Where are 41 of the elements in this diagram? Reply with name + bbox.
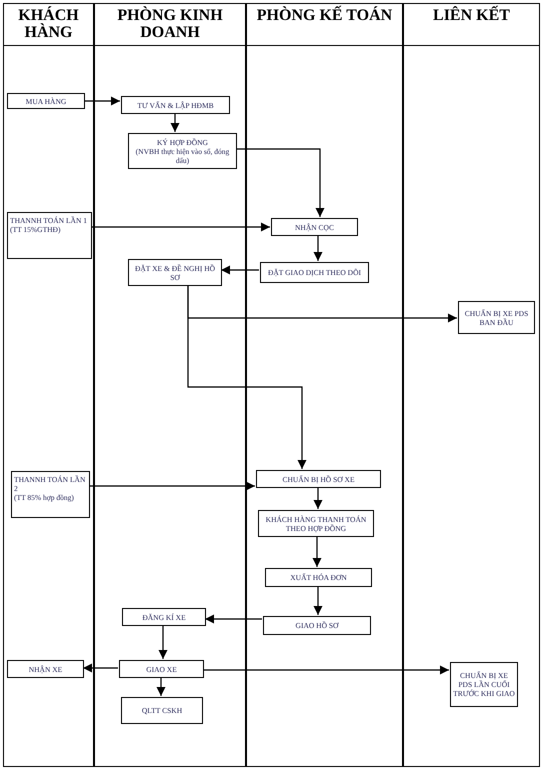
process-box	[119, 660, 204, 678]
swimlane	[3, 3, 94, 767]
process-box	[7, 212, 92, 259]
process-box	[11, 471, 90, 518]
lane-header: PHÒNG KẾ TOÁN	[247, 4, 402, 46]
arrow	[84, 96, 120, 106]
swimlane	[403, 3, 540, 767]
arrow	[170, 113, 180, 132]
process-box	[121, 697, 203, 724]
process-box	[458, 301, 535, 334]
process-box	[128, 259, 222, 286]
lane-header: PHÒNG KINH DOANH	[95, 4, 245, 46]
arrow	[203, 666, 449, 674]
arrow	[221, 266, 259, 274]
process-box	[260, 262, 369, 283]
arrow	[83, 664, 118, 672]
arrow	[156, 677, 166, 696]
arrow	[89, 482, 255, 490]
arrow	[236, 148, 324, 217]
process-box	[256, 470, 381, 488]
swimlane	[246, 3, 403, 767]
process-box	[450, 662, 518, 707]
process-box	[271, 218, 358, 236]
arrow	[205, 614, 262, 624]
process-box	[263, 616, 371, 635]
process-box	[7, 93, 85, 109]
process-box	[121, 96, 230, 114]
lane-header: KHÁCH HÀNG	[4, 4, 93, 46]
arrow	[314, 487, 322, 509]
swimlane	[94, 3, 246, 767]
arrow	[187, 285, 306, 469]
process-box	[122, 608, 206, 626]
process-box	[7, 660, 84, 678]
arrow	[158, 625, 168, 659]
arrow	[314, 586, 322, 615]
arrow	[314, 235, 322, 261]
process-box	[258, 510, 374, 537]
arrow	[312, 536, 322, 567]
process-box	[128, 133, 237, 169]
lane-header: LIÊN KẾT	[404, 4, 539, 46]
process-box	[265, 568, 372, 587]
